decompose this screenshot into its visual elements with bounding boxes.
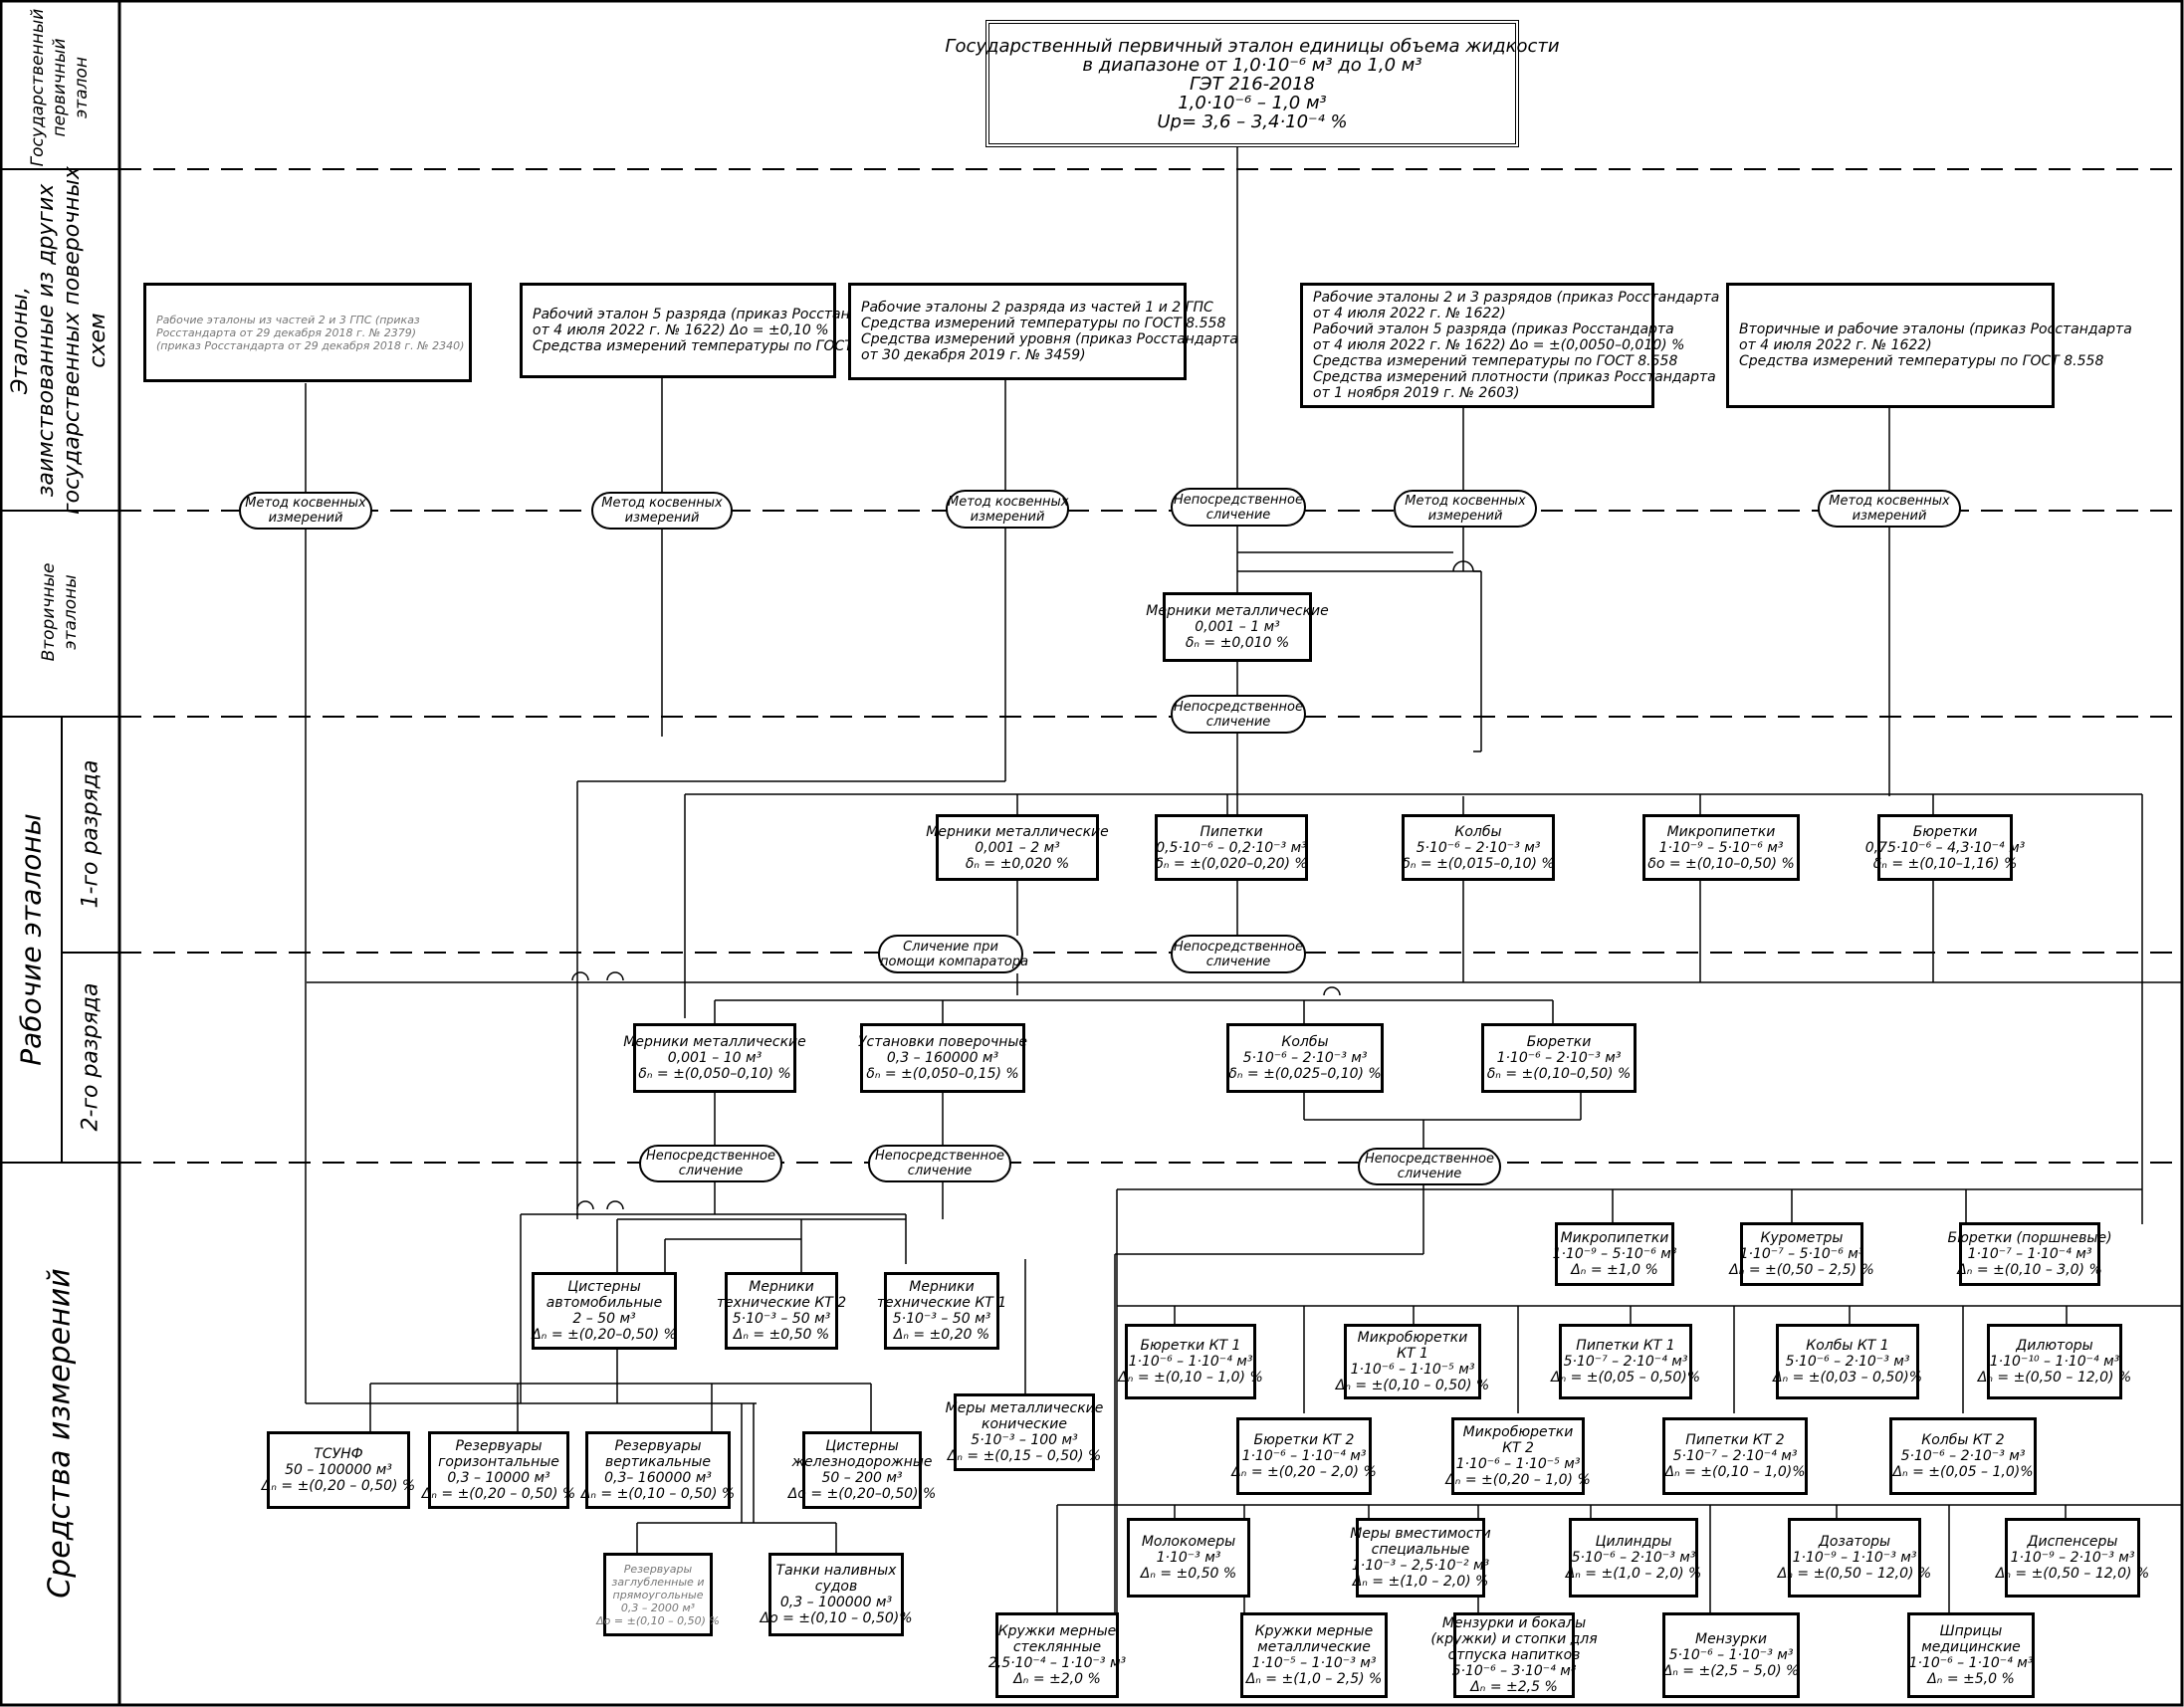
borrowed-box-5: Вторичные и рабочие эталоны (приказ Росс… [1726, 283, 2132, 408]
borrowed-box-2: Рабочий эталон 5 разряда (приказ Росстан… [520, 283, 897, 378]
borrowed-box-4: Рабочие эталоны 2 и 3 разрядов (приказ Р… [1300, 283, 1719, 408]
band-instruments-label: Средства измерений [42, 1268, 78, 1599]
borrowed-box-1: Рабочие эталоны из частей 2 и 3 ГПС (при… [143, 283, 472, 382]
band-working-label: Рабочие эталоны [14, 813, 48, 1066]
borrowed-box-3: Рабочие эталоны 2 разряда из частей 1 и … [848, 283, 1238, 380]
band-rank2-label: 2-го разряда [78, 982, 104, 1132]
band-rank1-label: 1-го разряда [78, 759, 104, 909]
primary-standard-box: Государственный первичный эталон единицы… [945, 20, 1560, 147]
